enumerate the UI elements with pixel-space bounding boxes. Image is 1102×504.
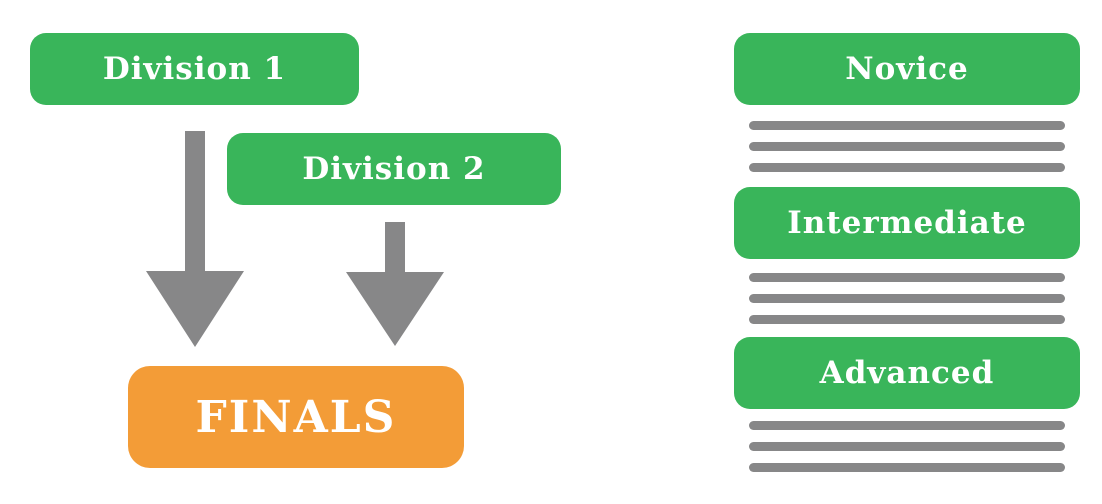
divider-line — [749, 315, 1065, 324]
divider-line — [749, 294, 1065, 303]
down-arrow-icon — [346, 222, 444, 346]
text-lines-placeholder — [749, 121, 1065, 184]
finals-box: FINALS — [128, 366, 464, 468]
divider-line — [749, 121, 1065, 130]
level-novice-box: Novice — [734, 33, 1080, 105]
division-2-box: Division 2 — [227, 133, 561, 205]
level-intermediate-box: Intermediate — [734, 187, 1080, 259]
text-lines-placeholder — [749, 421, 1065, 484]
level-advanced-box: Advanced — [734, 337, 1080, 409]
divider-line — [749, 421, 1065, 430]
divider-line — [749, 463, 1065, 472]
divider-line — [749, 163, 1065, 172]
divider-line — [749, 442, 1065, 451]
divider-line — [749, 142, 1065, 151]
down-arrow-icon — [146, 131, 244, 347]
division-1-box: Division 1 — [30, 33, 359, 105]
divider-line — [749, 273, 1065, 282]
text-lines-placeholder — [749, 273, 1065, 336]
